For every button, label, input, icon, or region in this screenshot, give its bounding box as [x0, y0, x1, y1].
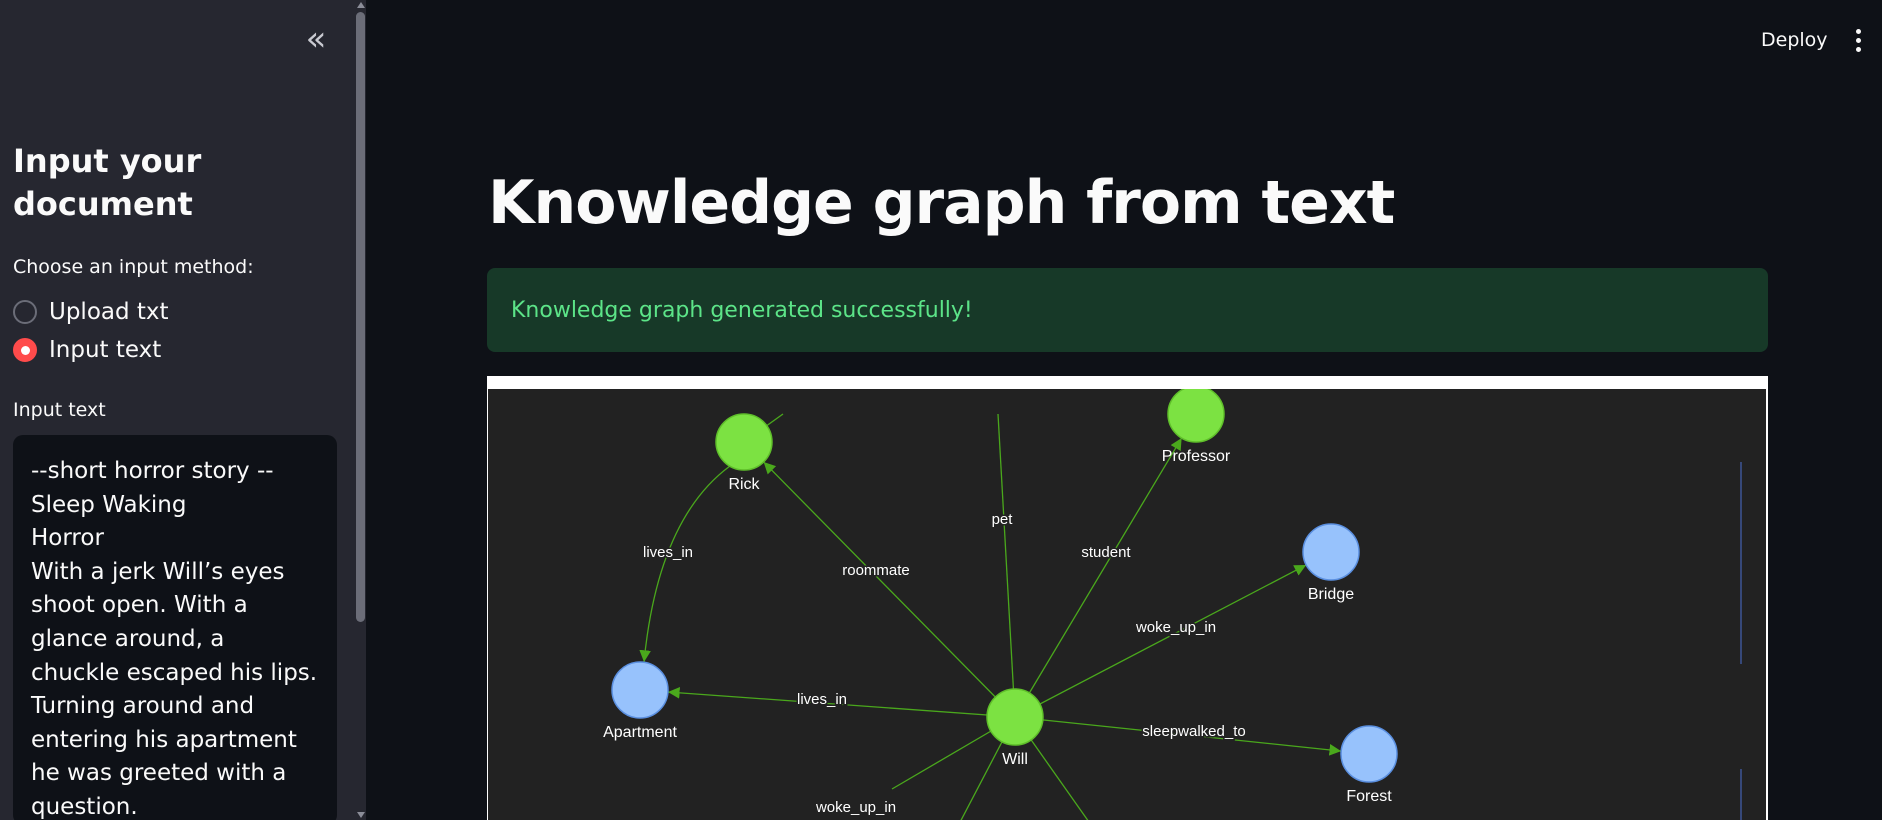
graph-node-label: Bridge — [1308, 586, 1354, 603]
success-alert: Knowledge graph generated successfully! — [487, 268, 1768, 352]
page-title: Knowledge graph from text — [488, 168, 1395, 238]
graph-node — [611, 661, 669, 719]
input-method-label: Choose an input method: — [13, 256, 254, 278]
input-text-label: Input text — [13, 399, 106, 421]
scroll-down-arrow-icon[interactable] — [357, 812, 365, 818]
graph-edge — [639, 465, 731, 663]
graph-node — [715, 413, 773, 471]
knowledge-graph-svg[interactable]: roommate student woke_up_in lives_insleepwa… — [488, 389, 1766, 820]
radio-checked-icon[interactable] — [13, 338, 37, 362]
graph-edge — [763, 461, 1016, 718]
radio-upload-txt[interactable]: Upload txt — [13, 298, 169, 326]
scroll-up-arrow-icon[interactable] — [357, 2, 365, 8]
graph-node-label: Apartment — [603, 724, 677, 741]
graph-edge-label: student — [1081, 544, 1131, 561]
radio-label: Input text — [49, 337, 162, 363]
sidebar-scrollbar[interactable] — [356, 0, 366, 820]
graph-edge-label: pet — [992, 511, 1014, 528]
radio-input-text[interactable]: Input text — [13, 336, 161, 364]
graph-edge — [667, 687, 1016, 718]
graph-node — [1302, 523, 1360, 581]
graph-node-label: Rick — [728, 476, 760, 493]
graph-edge-label: woke_up_in — [815, 799, 896, 816]
chevrons-left-icon[interactable]: « — [305, 19, 327, 59]
graph-edge — [1014, 716, 1342, 756]
scrollbar-thumb[interactable] — [356, 12, 365, 622]
graph-edge — [1014, 564, 1307, 718]
graph-node-label: Will — [1002, 751, 1028, 768]
deploy-button[interactable]: Deploy — [1761, 29, 1828, 51]
graph-node-label: Forest — [1346, 788, 1392, 805]
graph-edge — [997, 413, 1016, 718]
graph-node — [1167, 389, 1225, 443]
more-vertical-icon[interactable] — [1848, 24, 1868, 56]
main-content: Deploy Knowledge graph from text Knowled… — [366, 0, 1882, 820]
graph-node — [1340, 725, 1398, 783]
graph-node-label: Professor — [1162, 448, 1231, 465]
graph-edge-label: lives_in — [643, 544, 693, 561]
sidebar: « Input your document Choose an input me… — [0, 0, 366, 820]
input-text-area[interactable]: --short horror story -- Sleep Waking Hor… — [13, 435, 337, 820]
graph-edge-label: lives_in — [797, 691, 847, 708]
graph-node — [986, 688, 1044, 746]
graph-edge-label: sleepwalked_to — [1142, 723, 1245, 740]
graph-edge-label: woke_up_in — [1135, 619, 1216, 636]
sidebar-title: Input your document — [13, 142, 202, 223]
radio-label: Upload txt — [49, 299, 169, 325]
graph-edge — [1014, 437, 1183, 718]
success-message: Knowledge graph generated successfully! — [511, 297, 973, 323]
graph-edge-label: roommate — [842, 562, 910, 579]
radio-unchecked-icon[interactable] — [13, 300, 37, 324]
